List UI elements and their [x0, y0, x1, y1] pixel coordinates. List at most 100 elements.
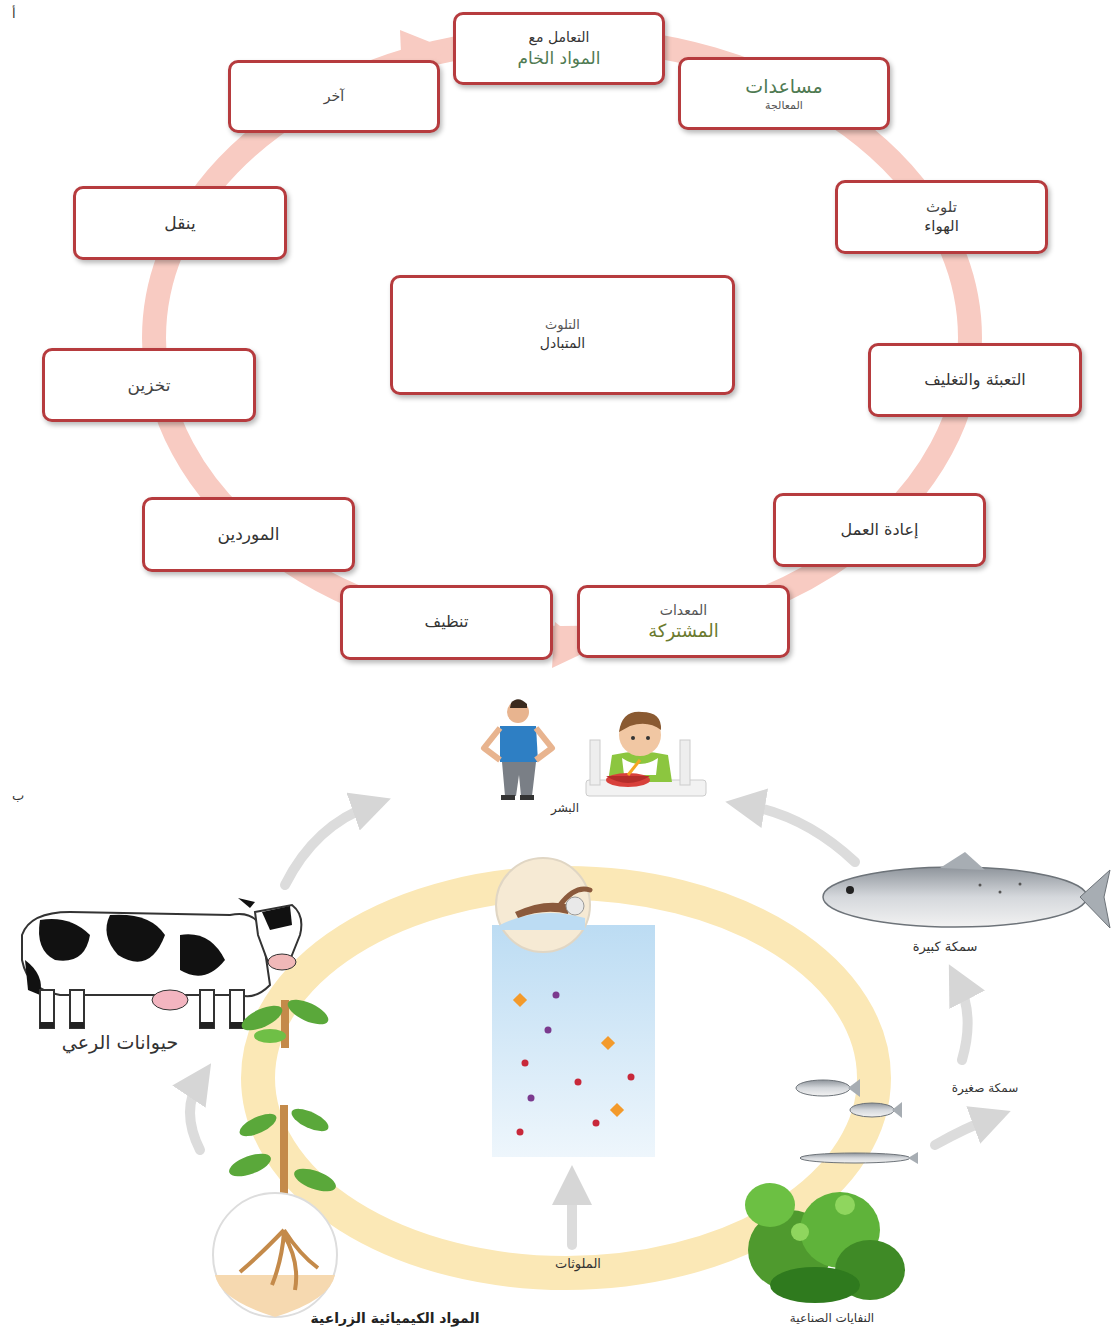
box-text: التلوث — [545, 317, 580, 334]
upper-plant-part — [284, 995, 331, 1030]
water-column-part — [492, 925, 655, 1157]
picture-caption: النفايات الصناعية — [790, 1311, 874, 1325]
baby-figure — [586, 712, 706, 796]
big-fish-part — [1080, 870, 1110, 928]
lower-plant-part — [236, 1109, 279, 1140]
upper-plant-part — [281, 1000, 289, 1048]
stage-box: تخزين — [42, 348, 256, 422]
cow-figure-part — [70, 1022, 84, 1028]
cow-figure-part — [106, 915, 165, 962]
lower-plant — [213, 1104, 339, 1317]
cow-figure-part — [70, 990, 84, 1028]
man-figure — [484, 699, 552, 800]
big-fish-part — [979, 884, 982, 887]
box-text: ينقل — [164, 212, 195, 234]
small-fish-part — [892, 1102, 902, 1118]
aquatic-plants-part — [791, 1223, 809, 1241]
water-column-part — [522, 1060, 529, 1067]
baby-figure-part — [622, 758, 658, 775]
big-fish-part — [999, 891, 1002, 894]
stage-box: تنظيف — [340, 585, 553, 660]
lower-plant-part — [213, 1193, 337, 1317]
part-letter: ب — [12, 788, 24, 804]
box-text: التعامل مع — [529, 28, 590, 46]
lower-plant-part — [240, 1230, 318, 1290]
picture-caption: سمكة كبيرة — [913, 939, 978, 955]
upper-plant — [238, 995, 331, 1048]
man-figure-part — [484, 728, 500, 760]
water-column-part — [610, 1103, 624, 1117]
man-figure-part — [502, 762, 536, 796]
stage-box: التعبئة والتغليف — [868, 343, 1082, 417]
small-fish-part — [848, 1079, 860, 1097]
baby-figure-part — [628, 760, 640, 775]
big-fish-part — [940, 852, 985, 870]
flow-arrows-part — [958, 982, 968, 1060]
lower-plant-part — [226, 1149, 274, 1181]
box-text: تخزين — [128, 374, 171, 396]
cow-figure-part — [230, 990, 244, 1028]
baby-figure-part — [631, 736, 635, 740]
stage-box: آخر — [228, 60, 440, 133]
baby-figure-part — [646, 736, 650, 740]
picture-caption: الملوثات — [555, 1256, 601, 1272]
water-column-part — [496, 858, 590, 952]
stage-box: التعامل معالمواد الخام — [453, 12, 665, 85]
cow-figure-part — [40, 990, 54, 1028]
picture-caption: المواد الكيميائية الزراعية — [310, 1310, 479, 1327]
cow-figure-part — [22, 912, 270, 996]
stage-box: الموردين — [142, 497, 355, 572]
cow-figure-part — [238, 898, 255, 908]
small-fish-part — [908, 1152, 918, 1164]
flow-arrows-part — [745, 805, 855, 862]
small-fish-part — [850, 1103, 894, 1117]
big-fish-part — [823, 867, 1087, 927]
baby-figure-part — [590, 740, 600, 785]
small-fish-part — [796, 1080, 850, 1096]
aquatic-plants-part — [745, 1183, 795, 1227]
big-fish-part — [1019, 883, 1022, 886]
man-figure-part — [501, 795, 515, 800]
water-column-part — [513, 993, 527, 1007]
water-column-part — [593, 1120, 600, 1127]
box-text: تلوث — [926, 198, 957, 218]
man-figure-part — [510, 699, 527, 708]
baby-figure-part — [619, 712, 661, 732]
flow-arrows-part — [190, 1080, 200, 1150]
stage-box: تلوثالهواء — [835, 180, 1048, 254]
cow-figure-part — [268, 954, 296, 970]
water-column-part — [566, 897, 584, 915]
baby-figure-part — [606, 776, 650, 783]
water-column-part — [545, 1027, 552, 1034]
stage-box: إعادة العمل — [773, 493, 986, 567]
cow-figure-part — [262, 906, 292, 930]
box-text: تنظيف — [425, 612, 469, 633]
man-figure-part — [500, 726, 538, 762]
part-letter: أ — [12, 6, 16, 22]
water-column-part — [560, 889, 590, 905]
cow-figure-part — [200, 990, 214, 1028]
cow-figure-part — [40, 1022, 54, 1028]
picture-caption: البشر — [551, 801, 579, 815]
cycle-ring — [154, 30, 970, 668]
big-fish — [823, 852, 1110, 928]
water-column-part — [628, 1074, 635, 1081]
upper-plant-part — [254, 1029, 286, 1043]
box-text: الهواء — [924, 217, 959, 237]
flow-arrows-part — [285, 805, 372, 885]
cow-figure-part — [200, 1022, 214, 1028]
aquatic-plants — [745, 1183, 905, 1303]
water-column-part — [517, 1129, 524, 1136]
water-column-part — [575, 1079, 582, 1086]
water-column-part — [553, 992, 560, 999]
flow-arrows-part — [567, 1185, 577, 1245]
lower-plant-part — [291, 1164, 339, 1196]
box-text: مساعدات — [745, 74, 822, 99]
cow-figure-part — [25, 960, 41, 995]
water-column — [492, 858, 655, 1157]
man-figure-part — [520, 795, 534, 800]
baby-figure-part — [680, 740, 690, 785]
box-text: آخر — [324, 87, 344, 105]
box-text: المتبادل — [540, 334, 585, 352]
